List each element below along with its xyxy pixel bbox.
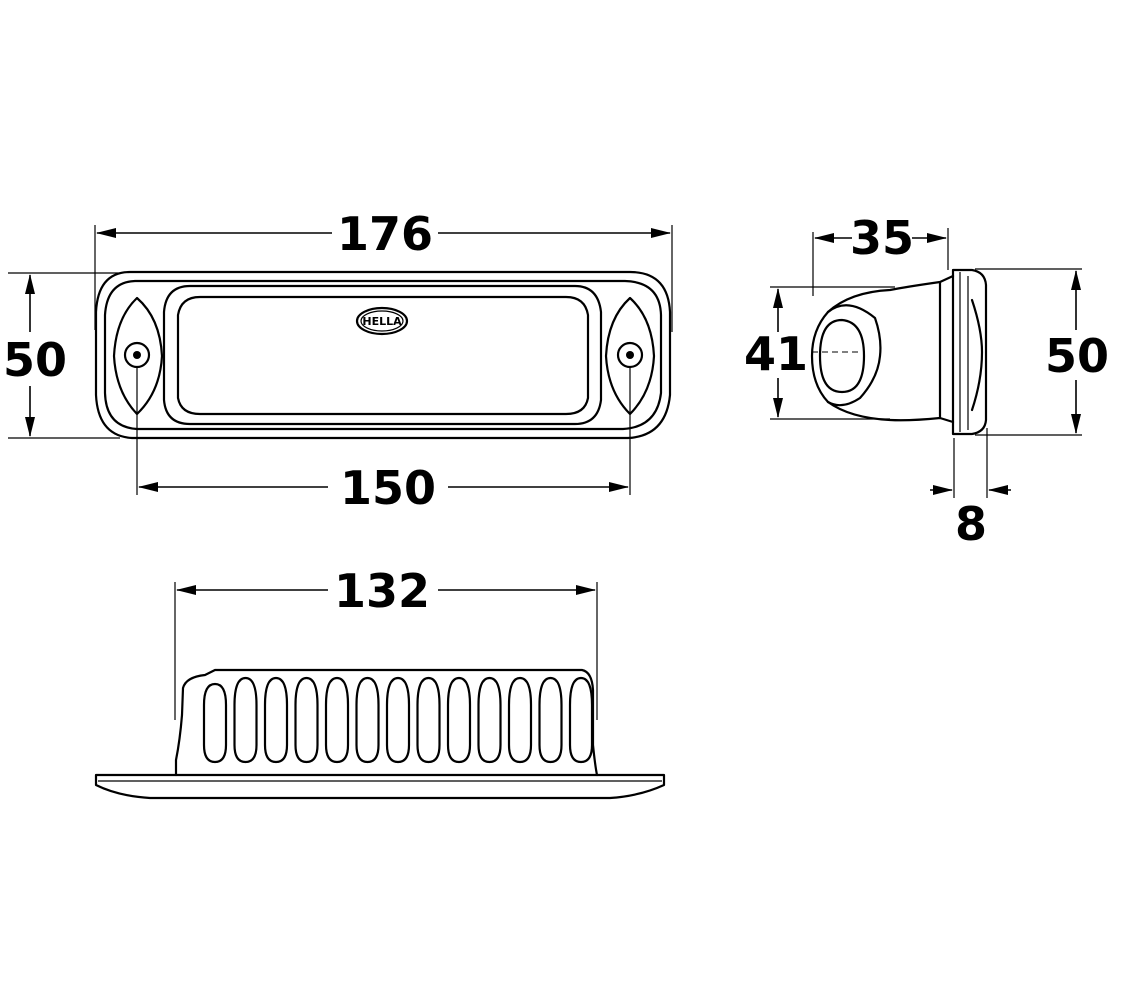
lens-window-inner	[176, 295, 590, 416]
cooling-fins	[202, 676, 594, 764]
side-mount-slot	[818, 318, 866, 394]
side-view: 35 41 50 8	[744, 211, 1109, 551]
cooling-fin	[568, 676, 594, 764]
cooling-fin	[385, 676, 411, 764]
logo-text: HELLA	[362, 315, 402, 328]
bottom-base-flange	[94, 773, 666, 800]
side-mount-boss	[826, 304, 882, 407]
lens-window-outer	[162, 284, 603, 426]
dim-label-front-height: 50	[3, 333, 67, 387]
bottom-housing	[174, 668, 599, 777]
cooling-fin	[324, 676, 350, 764]
side-body-profile	[810, 274, 955, 424]
side-flange-inner	[959, 272, 969, 432]
right-mount-hole-icon	[616, 341, 644, 369]
front-view: HELLA 176 50 150	[3, 207, 673, 515]
cooling-fin	[233, 676, 258, 764]
cooling-fin	[202, 682, 228, 764]
bottom-view: 132	[94, 564, 666, 800]
cooling-fin	[263, 676, 289, 764]
right-mount-screw-icon	[626, 351, 634, 359]
dim-label-side-body-height: 41	[744, 327, 808, 381]
side-flange	[951, 268, 988, 436]
cooling-fin	[538, 676, 563, 764]
cooling-fin	[355, 676, 380, 764]
dim-label-side-depth: 35	[850, 211, 914, 265]
dim-label-flange-thickness: 8	[955, 497, 987, 551]
side-lens-profile	[970, 298, 984, 412]
cooling-fin	[446, 676, 472, 764]
cooling-fin	[416, 676, 441, 764]
left-mount-hole-icon	[123, 341, 151, 369]
front-inner-rim	[103, 279, 663, 431]
dim-label-bottom-width: 132	[334, 564, 430, 618]
left-mount-screw-icon	[133, 351, 141, 359]
front-outer-housing	[94, 270, 672, 440]
dim-label-front-width: 176	[337, 207, 433, 261]
dim-label-hole-spacing: 150	[340, 461, 436, 515]
cooling-fin	[477, 676, 502, 764]
dim-label-side-height: 50	[1045, 329, 1109, 383]
cooling-fin	[507, 676, 533, 764]
cooling-fin	[294, 676, 319, 764]
hella-logo-icon: HELLA	[355, 306, 409, 336]
